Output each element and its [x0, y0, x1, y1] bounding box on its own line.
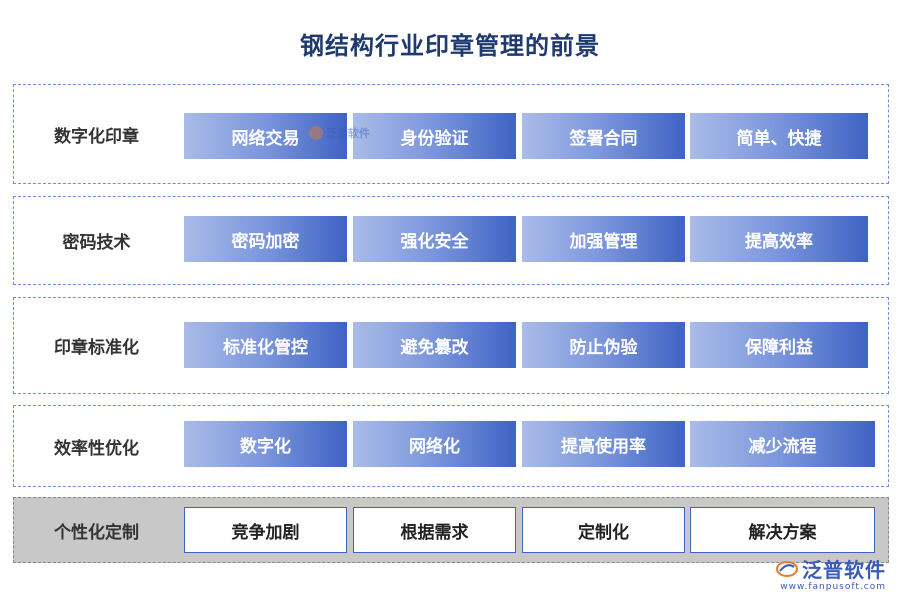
- item-cell: 标准化管控: [184, 322, 347, 368]
- brand-name: 泛普软件: [802, 558, 886, 582]
- item-cell: 竞争加剧: [184, 507, 347, 553]
- brand-logo-icon: [776, 560, 798, 578]
- page-title: 钢结构行业印章管理的前景: [300, 32, 600, 60]
- row-label: 个性化定制: [54, 522, 139, 543]
- item-cell: 根据需求: [353, 507, 516, 553]
- row-label: 密码技术: [62, 233, 131, 253]
- row-crypto-tech: 密码技术 密码加密 强化安全 加强管理 提高效率: [13, 196, 889, 285]
- row-label: 效率性优化: [54, 438, 139, 459]
- item-cell: 加强管理: [522, 216, 685, 262]
- item-cell: 网络化: [353, 421, 516, 467]
- item-cell: 提高效率: [690, 216, 868, 262]
- item-cell: 强化安全: [353, 216, 516, 262]
- item-cell: 签署合同: [522, 113, 685, 159]
- brand-url: www.fanpusoft.com: [780, 582, 886, 592]
- row-efficiency-optimization: 效率性优化 数字化 网络化 提高使用率 减少流程: [13, 405, 889, 487]
- item-cell: 解决方案: [690, 507, 875, 553]
- item-cell: 提高使用率: [522, 421, 685, 467]
- item-cell: 避免篡改: [353, 322, 516, 368]
- item-cell: 数字化: [184, 421, 347, 467]
- item-cell: 身份验证: [353, 113, 516, 159]
- item-cell: 密码加密: [184, 216, 347, 262]
- item-cell: 保障利益: [690, 322, 868, 368]
- row-personalized-customization: 个性化定制 竞争加剧 根据需求 定制化 解决方案: [13, 497, 889, 563]
- row-seal-standardization: 印章标准化 标准化管控 避免篡改 防止伪验 保障利益: [13, 297, 889, 394]
- brand-logo: 泛普软件 www.fanpusoft.com: [776, 554, 886, 592]
- row-label: 数字化印章: [54, 126, 139, 147]
- item-cell: 定制化: [522, 507, 685, 553]
- watermark-logo-icon: [309, 126, 323, 140]
- item-cell: 网络交易: [184, 113, 347, 159]
- item-cell: 简单、快捷: [690, 113, 868, 159]
- item-cell: 防止伪验: [522, 322, 685, 368]
- watermark: 泛普软件: [309, 125, 370, 141]
- item-cell: 减少流程: [690, 421, 875, 467]
- row-label: 印章标准化: [54, 338, 139, 358]
- watermark-text: 泛普软件: [326, 127, 370, 140]
- row-digital-seal: 数字化印章 网络交易 身份验证 签署合同 简单、快捷: [13, 84, 889, 184]
